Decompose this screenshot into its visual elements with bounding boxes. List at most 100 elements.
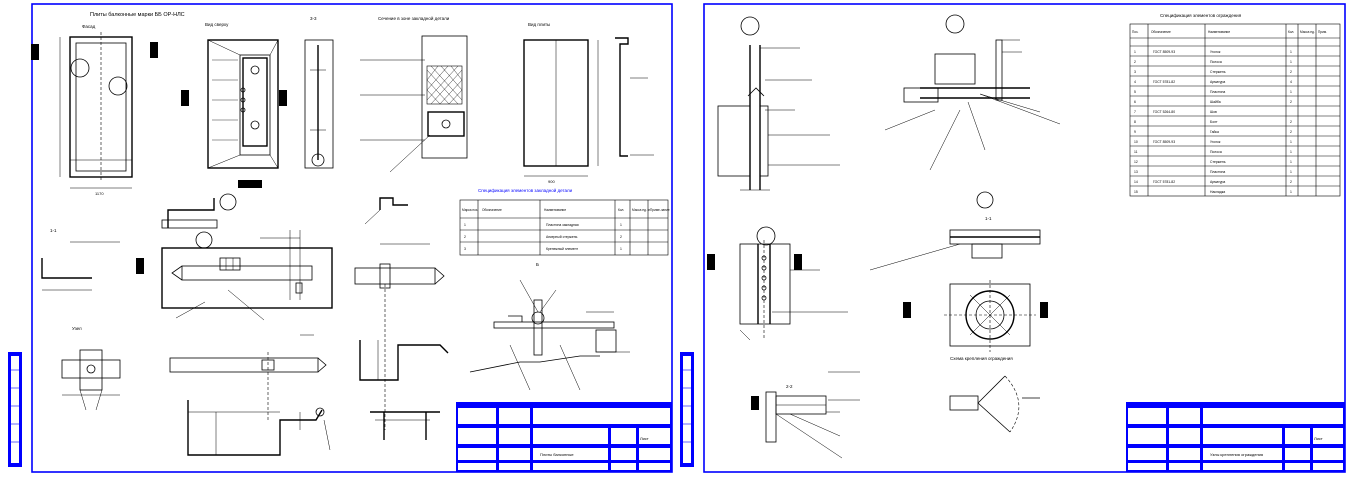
title-block-right-sheet: Лист <box>1314 436 1323 441</box>
spec-table-left-title: Спецификация элементов закладной детали <box>478 187 573 193</box>
anchor-detail <box>161 230 333 321</box>
table-cell: 4 <box>1134 80 1136 84</box>
rebar-detail <box>169 334 327 420</box>
table-header-cell: Кол. <box>1288 30 1294 34</box>
sheet-right-stamp-inner <box>683 356 691 463</box>
sheet-left-stamp-lines <box>11 369 19 443</box>
table-cell: Пластина <box>1210 90 1225 94</box>
table-cell: Накладка <box>1210 190 1225 194</box>
table-cell: 1 <box>1134 50 1136 54</box>
sheet-left-stamp-inner <box>11 356 19 463</box>
edge-profile <box>615 37 654 157</box>
table-cell: 1 <box>1290 50 1292 54</box>
table-cell: 11 <box>1134 150 1138 154</box>
table-header-cell: Наименование <box>1208 30 1230 34</box>
table-cell: 1 <box>1290 150 1292 154</box>
node-1 <box>717 16 840 191</box>
sheet-right-stamp-lines <box>683 369 691 443</box>
table-cell: 7 <box>1134 110 1136 114</box>
svg-text:1-1: 1-1 <box>50 228 57 233</box>
table-header-cell: Прим. <box>1318 30 1327 34</box>
table-cell: Стержень <box>1210 70 1226 74</box>
table-cell: 1 <box>1290 160 1292 164</box>
sheet-left-frame <box>31 3 673 473</box>
table-cell: 2 <box>1290 70 1292 74</box>
svg-text:Вид сверху: Вид сверху <box>205 22 229 27</box>
table-header-cell: Обозначение <box>482 208 502 212</box>
table-header-cell: Масса ед. <box>1300 30 1315 34</box>
table-cell: 1 <box>620 223 622 227</box>
table-cell: ГОСТ 5781-82 <box>1153 180 1175 184</box>
table-cell: Полоса <box>1210 150 1222 154</box>
sheet-right-frame <box>703 3 1346 473</box>
table-cell: ГОСТ 5264-80 <box>1153 110 1175 114</box>
table-cell: 10 <box>1134 140 1138 144</box>
table-cell: 8 <box>1134 120 1136 124</box>
table-header-cell: Поз. <box>1132 30 1138 34</box>
table-cell: 13 <box>1134 170 1138 174</box>
table-cell: 9 <box>1134 130 1136 134</box>
table-cell: 1 <box>1290 190 1292 194</box>
sheet-left: Плиты балконные марки ББ ОР-НЛС 1170 Фас… <box>8 3 673 473</box>
bent-plate <box>187 400 331 456</box>
table-cell: 1 <box>1290 140 1292 144</box>
section-mark <box>279 90 287 106</box>
table-cell: 1 <box>620 247 622 251</box>
table-cell: 2 <box>464 235 466 239</box>
section-mark <box>238 180 262 188</box>
section-mark <box>181 90 189 106</box>
table-cell: Арматура <box>1210 180 1225 184</box>
table-header-cell: Кол. <box>618 208 624 212</box>
svg-text:Схема крепления ограждения: Схема крепления ограждения <box>950 356 1013 361</box>
table-cell: 1 <box>1290 60 1292 64</box>
table-cell: Арматура <box>1210 80 1225 84</box>
section-mark <box>150 42 158 58</box>
table-cell: Уголок <box>1210 50 1221 54</box>
plan-view: Вид сверху <box>205 22 279 169</box>
node-b <box>884 14 1061 171</box>
title-block-right: Узлы крепления ограждения Лист <box>1126 402 1345 472</box>
table-header-cell: Наименование <box>544 208 566 212</box>
svg-text:900: 900 <box>548 179 555 184</box>
table-cell: 3 <box>1134 70 1136 74</box>
svg-text:2-2: 2-2 <box>786 384 793 389</box>
table-cell: ГОСТ 8509-93 <box>1153 140 1175 144</box>
detail-a <box>161 193 237 229</box>
svg-text:Узел: Узел <box>72 326 82 331</box>
table-header-cell: Обозначение <box>1151 30 1171 34</box>
title-block-left-sheet: Лист <box>640 436 649 441</box>
facade-view: 1170 Фасад <box>59 24 133 196</box>
title-block-left: Плиты балконные Лист <box>456 402 672 472</box>
section-mark <box>136 258 144 274</box>
table-cell: 1 <box>1290 170 1292 174</box>
table-cell: Крепежный элемент <box>546 247 578 251</box>
table-header-cell: Приме-чание <box>650 208 670 212</box>
svg-text:1170: 1170 <box>95 191 104 196</box>
section-mark <box>751 396 759 410</box>
table-cell: ГОСТ 8509-93 <box>1153 50 1175 54</box>
svg-text:Вид плиты: Вид плиты <box>528 22 550 27</box>
section-mark <box>903 302 911 318</box>
table-header-cell: Марка поз. <box>462 208 478 212</box>
table-cell: 2 <box>1134 60 1136 64</box>
table-cell: Анкерный стержень <box>546 235 578 239</box>
table-cell: Болт <box>1210 120 1218 124</box>
table-cell: 15 <box>1134 190 1138 194</box>
section-mark <box>31 44 39 60</box>
table-cell: 6 <box>1134 100 1136 104</box>
plate-section-1-1: 1-1 <box>41 228 120 291</box>
table-cell: 1 <box>1290 90 1292 94</box>
table-cell: 4 <box>1290 80 1292 84</box>
table-cell: 14 <box>1134 180 1138 184</box>
spec-table-left: Спецификация элементов закладной детали <box>459 187 669 256</box>
svg-text:Б: Б <box>536 262 539 267</box>
table-cell: 1 <box>464 223 466 227</box>
svg-text:Фасад: Фасад <box>82 24 96 29</box>
table-cell: 2 <box>1290 120 1292 124</box>
side-view: 3-3 <box>304 16 334 169</box>
table-cell: Шайба <box>1210 100 1221 104</box>
sheet-right: 2-2 1-1 <box>680 3 1346 473</box>
mechanism-assembly: Б <box>469 262 630 391</box>
